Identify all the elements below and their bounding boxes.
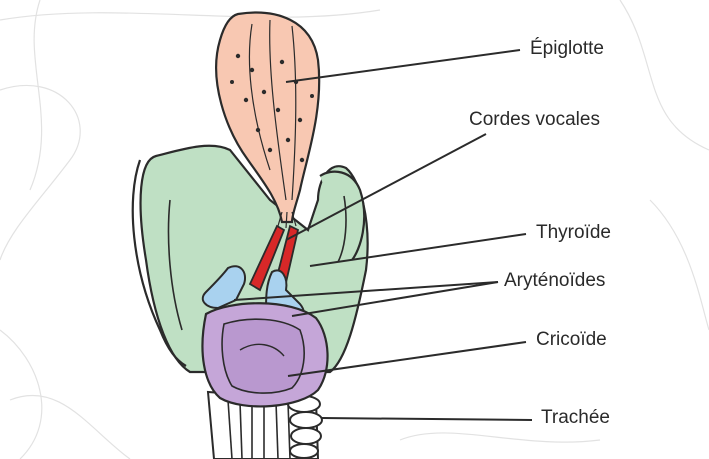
leader-epiglotte — [285, 49, 521, 83]
leader-trachee — [321, 417, 533, 421]
leader-arytenoides-2 — [291, 281, 499, 317]
leader-lines — [233, 49, 533, 421]
leader-arytenoides — [233, 281, 499, 301]
label-cricoide: Cricoïde — [536, 329, 607, 350]
cricoid-cartilage — [201, 302, 329, 408]
leader-cricoide — [287, 341, 527, 377]
label-thyroide: Thyroïde — [536, 222, 611, 243]
label-arytenoides: Aryténoïdes — [504, 270, 606, 291]
label-cordes-vocales: Cordes vocales — [469, 109, 600, 130]
label-trachee: Trachée — [541, 407, 610, 428]
epiglottis — [215, 11, 321, 229]
leader-thyroide — [309, 233, 527, 267]
leader-cordes-vocales — [285, 133, 487, 241]
label-epiglotte: Épiglotte — [530, 38, 604, 59]
